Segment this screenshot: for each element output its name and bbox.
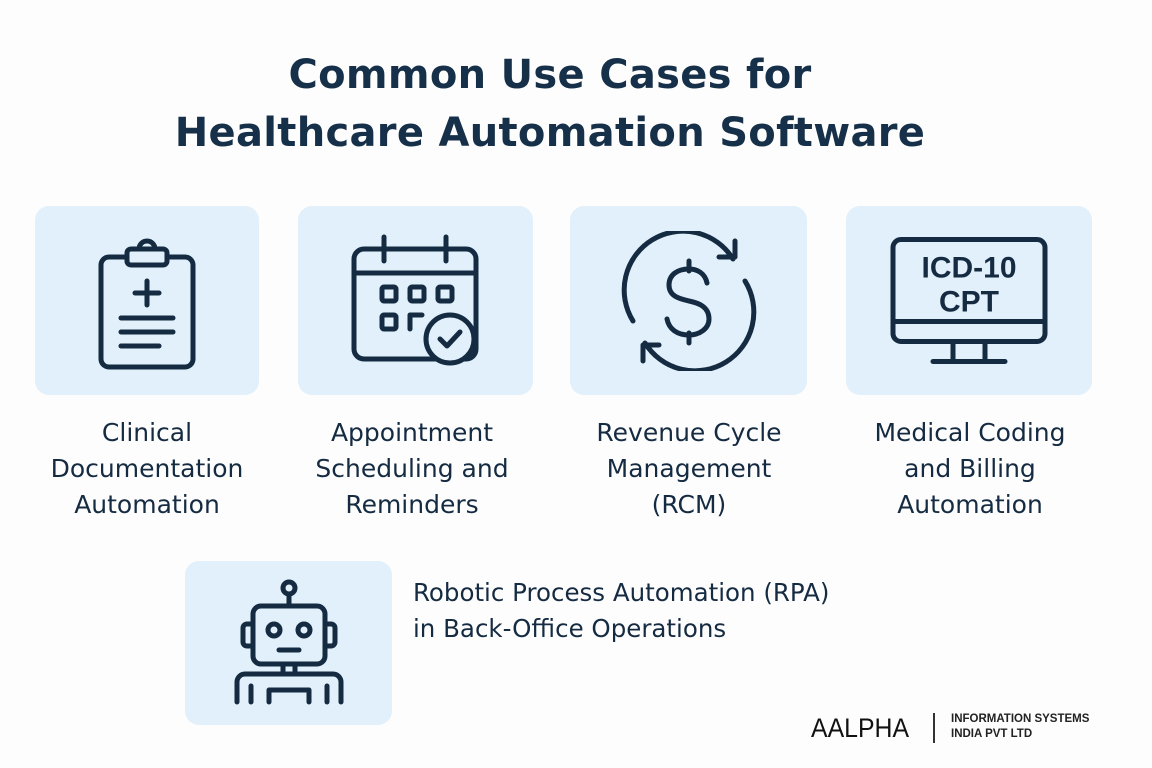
logo-divider xyxy=(933,713,935,743)
screen-code-icd: ICD-10 xyxy=(921,251,1016,284)
label-line: Automation xyxy=(74,490,220,519)
label-line: in Back-Office Operations xyxy=(413,614,727,643)
label-medical-coding: Medical Coding and Billing Automation xyxy=(850,415,1090,523)
page-title-line-2: Healthcare Automation Software xyxy=(174,110,926,156)
logo-subtitle-line: INFORMATION SYSTEMS xyxy=(951,713,1090,725)
label-line: Reminders xyxy=(345,490,479,519)
calendar-check-icon xyxy=(351,234,478,365)
logo-subtitle-line: INDIA PVT LTD xyxy=(951,728,1033,740)
label-clinical-documentation: Clinical Documentation Automation xyxy=(27,415,267,523)
dollar-cycle-icon xyxy=(621,230,756,371)
card-clinical-documentation xyxy=(35,206,259,395)
label-line: Scheduling and xyxy=(315,454,509,483)
label-appointment-scheduling: Appointment Scheduling and Reminders xyxy=(292,415,532,523)
label-rpa: Robotic Process Automation (RPA) in Back… xyxy=(413,575,829,647)
page-title-line-1: Common Use Cases for xyxy=(288,52,812,98)
logo-name: AALPHA xyxy=(811,712,910,743)
card-rpa xyxy=(185,561,392,725)
robot-icon xyxy=(234,579,343,705)
card-appointment-scheduling xyxy=(298,206,533,395)
label-line: Clinical xyxy=(101,418,193,447)
clipboard-medical-icon xyxy=(98,238,196,369)
label-line: Medical Coding xyxy=(874,418,1066,447)
label-line: Appointment xyxy=(330,418,494,447)
label-revenue-cycle: Revenue Cycle Management (RCM) xyxy=(569,415,809,523)
monitor-codes-icon: ICD-10 CPT xyxy=(890,236,1048,364)
label-line: Revenue Cycle xyxy=(596,418,782,447)
label-line: Documentation xyxy=(50,454,244,483)
company-logo: AALPHA INFORMATION SYSTEMS INDIA PVT LTD xyxy=(811,711,1089,745)
card-medical-coding: ICD-10 CPT xyxy=(846,206,1092,395)
screen-code-cpt: CPT xyxy=(939,285,999,318)
card-revenue-cycle xyxy=(570,206,807,395)
label-line: Robotic Process Automation (RPA) xyxy=(413,578,830,607)
logo-subtitle: INFORMATION SYSTEMS INDIA PVT LTD xyxy=(951,712,1089,742)
label-line: Automation xyxy=(897,490,1043,519)
label-line: and Billing xyxy=(904,454,1036,483)
label-line: (RCM) xyxy=(651,490,727,519)
label-line: Management xyxy=(606,454,772,483)
